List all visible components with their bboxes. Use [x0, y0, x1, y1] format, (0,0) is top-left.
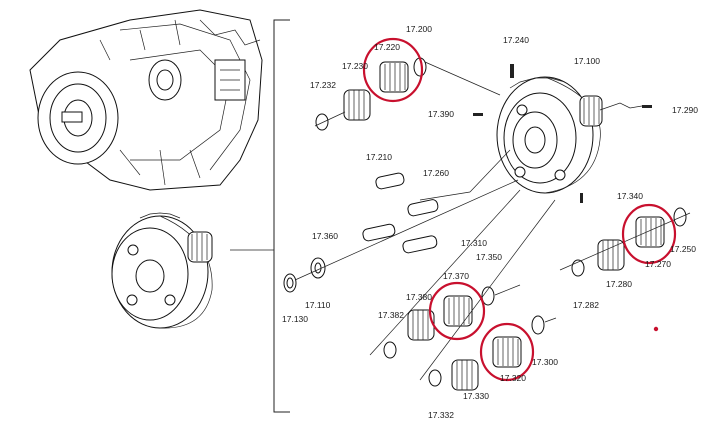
label-17-320: 17.320 [500, 373, 526, 383]
highlight-circles [362, 37, 677, 382]
washer-17-110 [310, 257, 326, 279]
label-17-350: 17.350 [476, 252, 502, 262]
label-17-270: 17.270 [645, 259, 671, 269]
bearing-17-270 [635, 216, 665, 248]
label-17-330: 17.330 [463, 391, 489, 401]
gear-17-280 [597, 239, 625, 271]
label-17-300: 17.300 [532, 357, 558, 367]
label-17-240: 17.240 [503, 35, 529, 45]
highlight-17-270 [621, 203, 677, 265]
label-17-360: 17.360 [312, 231, 338, 241]
label-17-290: 17.290 [672, 105, 698, 115]
label-17-340: 17.340 [617, 191, 643, 201]
label-17-200: 17.200 [406, 24, 432, 34]
gear-17-230 [343, 89, 371, 121]
red-marker-dot [653, 326, 659, 332]
label-17-310: 17.310 [461, 238, 487, 248]
bearing-17-320 [492, 336, 522, 368]
planet-carrier-part [496, 76, 603, 194]
washer-17-250 [673, 207, 687, 227]
label-17-280: 17.280 [606, 279, 632, 289]
gear-17-330 [451, 359, 479, 391]
label-17-232: 17.232 [310, 80, 336, 90]
label-17-380: 17.380 [406, 292, 432, 302]
label-17-282: 17.282 [573, 300, 599, 310]
ring-17-382 [383, 341, 397, 359]
label-17-220: 17.220 [374, 42, 400, 52]
label-17-390: 17.390 [428, 109, 454, 119]
ring-17-232 [315, 113, 329, 131]
assembled-carrier-illustration [111, 212, 213, 329]
ring-17-282 [571, 259, 585, 277]
bearing-17-370 [443, 295, 473, 327]
pins-and-shafts [362, 64, 652, 254]
label-17-230: 17.230 [342, 61, 368, 71]
label-17-130: 17.130 [282, 314, 308, 324]
label-17-250: 17.250 [670, 244, 696, 254]
label-17-382: 17.382 [378, 310, 404, 320]
assembly-bracket [230, 19, 290, 413]
label-17-100: 17.100 [574, 56, 600, 66]
assembly-axis-lines [294, 61, 691, 381]
label-17-332: 17.332 [428, 410, 454, 420]
ring-17-130 [283, 273, 297, 293]
highlight-17-220 [362, 37, 424, 103]
washer-17-350 [481, 286, 495, 306]
label-17-370: 17.370 [443, 271, 469, 281]
label-17-110: 17.110 [305, 300, 331, 310]
label-17-260: 17.260 [423, 168, 449, 178]
ring-17-332 [428, 369, 442, 387]
washer-17-300 [531, 315, 545, 335]
highlight-17-370 [428, 281, 486, 341]
transmission-housing-illustration [29, 9, 263, 191]
highlight-17-320 [479, 322, 535, 382]
part-labels: 17.200 17.220 17.230 17.232 17.240 17.10… [282, 24, 698, 420]
bearing-17-220 [379, 61, 409, 93]
label-17-210: 17.210 [366, 152, 392, 162]
